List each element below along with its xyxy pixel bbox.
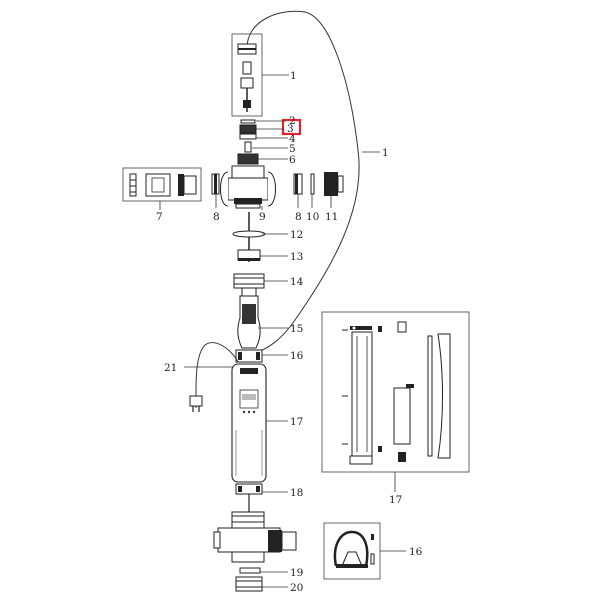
label-8-right: 8 [295, 211, 302, 223]
part-3-nut [239, 124, 257, 134]
part-8-left-ring [211, 173, 220, 195]
label-16-main: 16 [290, 350, 304, 362]
highlight-box [281, 118, 302, 136]
part-9-tee-body [220, 165, 276, 209]
label-5: 5 [289, 143, 296, 155]
label-1-top: 1 [290, 70, 297, 82]
right-part-box-17 [321, 311, 470, 473]
label-11: 11 [325, 211, 338, 223]
part-5-rod [244, 141, 252, 153]
part-10-oring [310, 173, 315, 195]
label-8-left: 8 [213, 211, 220, 223]
part-15-sleeve [237, 295, 261, 349]
part-6-cap [237, 153, 259, 165]
box-17-contents [342, 321, 451, 465]
part-8-right-ring [293, 173, 303, 195]
left-box-contents [129, 173, 197, 197]
sensor-cable [246, 10, 360, 353]
label-16-box: 16 [409, 546, 423, 558]
label-19: 19 [290, 567, 303, 579]
label-20: 20 [290, 582, 303, 594]
part-14-union-nut [233, 273, 265, 297]
part-2-washer [240, 119, 256, 124]
part-21-power-cord [189, 342, 239, 412]
label-17-main: 17 [290, 416, 303, 428]
leader-lines [159, 74, 406, 588]
box-16-contents [333, 530, 375, 568]
label-7: 7 [156, 211, 163, 223]
label-1-cable: 1 [382, 147, 389, 159]
part-4-oring [239, 133, 257, 140]
label-13: 13 [290, 251, 303, 263]
label-6: 6 [289, 154, 296, 166]
part-20-nut [235, 576, 263, 592]
label-9: 9 [259, 211, 266, 223]
part-13-ring [237, 249, 261, 261]
label-21: 21 [164, 362, 177, 374]
part-17-controller [231, 363, 267, 483]
part-11-nut [324, 172, 344, 196]
label-4: 4 [289, 133, 296, 145]
bottom-tee [213, 511, 297, 563]
left-part-box [122, 167, 202, 202]
part-19-ring [239, 567, 261, 574]
label-17-box: 17 [389, 494, 402, 506]
label-2: 2 [289, 115, 296, 127]
part-16-clamp [235, 349, 263, 363]
label-14: 14 [290, 276, 304, 288]
part-18-clamp [235, 483, 263, 514]
label-3: 3 [287, 123, 294, 135]
label-15: 15 [290, 323, 303, 335]
label-12: 12 [290, 229, 303, 241]
label-18: 18 [290, 487, 303, 499]
top-cable-gland [237, 43, 257, 112]
label-10: 10 [306, 211, 319, 223]
